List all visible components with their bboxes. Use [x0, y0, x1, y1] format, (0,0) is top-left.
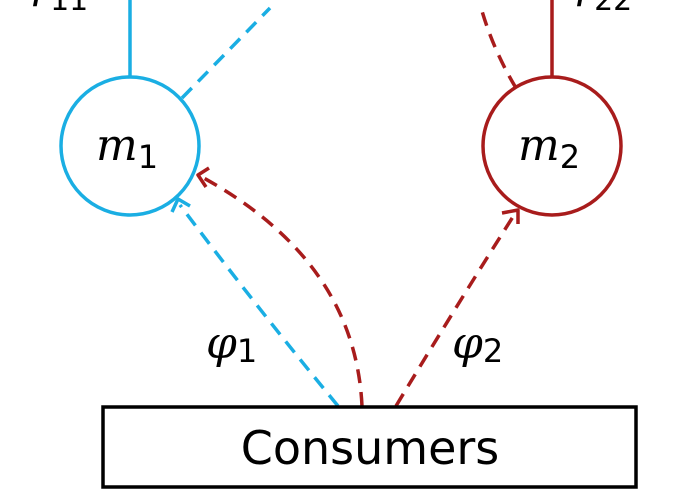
consumers-box — [101, 405, 638, 489]
arrowhead-red-m2 — [501, 208, 520, 224]
label-r22-sub: 22 — [594, 0, 632, 18]
node-m1-main: m — [96, 120, 138, 171]
label-phi1-main: φ — [206, 318, 237, 369]
node-m2 — [481, 75, 623, 217]
node-m2-label: m2 — [518, 120, 580, 176]
label-phi1-sub: 1 — [237, 332, 257, 370]
label-r22-main: r — [574, 0, 597, 16]
node-m1-label: m1 — [96, 120, 158, 176]
arrowhead-cyan-m1 — [170, 197, 191, 213]
label-phi2: φ2 — [452, 318, 503, 370]
node-m2-sub: 2 — [560, 138, 580, 176]
edge-m2-dashed-up — [478, 3, 518, 89]
edge-consumers-to-m1-red — [199, 174, 364, 407]
label-phi2-sub: 2 — [483, 332, 503, 370]
label-r11-sub: 11 — [50, 0, 88, 18]
label-phi1: φ1 — [206, 318, 257, 370]
edge-consumers-to-m1-cyan — [178, 203, 340, 408]
edge-m1-dashed-up — [180, 6, 272, 100]
label-r11-main: r — [30, 0, 53, 16]
label-phi2-main: φ — [452, 318, 483, 369]
edge-consumers-to-m2-red — [394, 211, 518, 407]
label-r22: r22 — [574, 0, 632, 18]
node-m1-sub: 1 — [138, 138, 158, 176]
consumers-label: Consumers — [241, 421, 500, 475]
node-m1 — [59, 75, 201, 217]
node-m2-main: m — [518, 120, 560, 171]
arrowhead-red-m1 — [196, 166, 210, 188]
label-r11: r11 — [30, 0, 88, 18]
